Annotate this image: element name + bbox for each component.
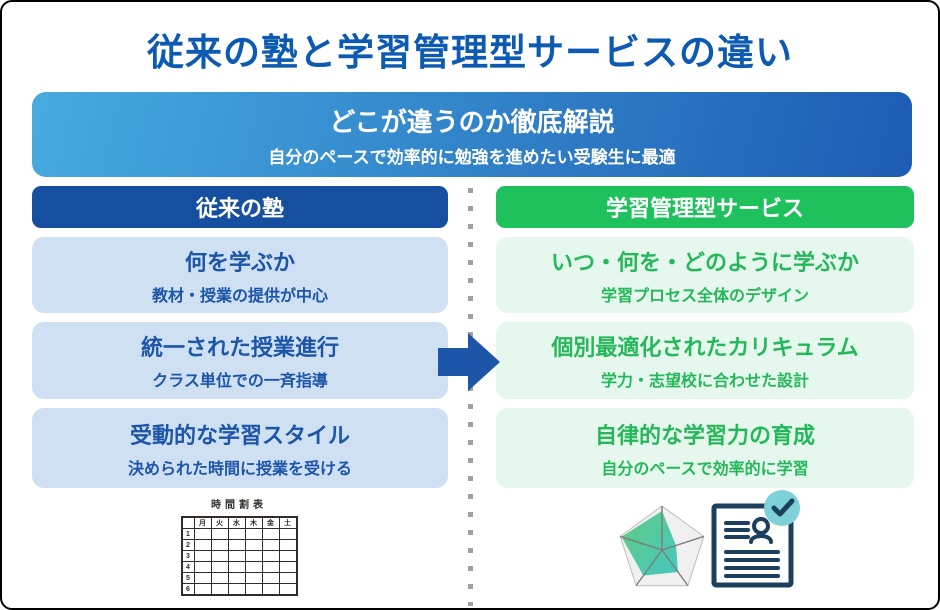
timetable-cell xyxy=(261,583,280,596)
day-header: 木 xyxy=(244,516,263,529)
timetable-row: 1 xyxy=(181,528,297,540)
timetable-cell xyxy=(227,528,246,540)
timetable-cell xyxy=(278,528,297,540)
timetable-corner-cell xyxy=(181,516,195,529)
right-card-1: いつ・何を・どのように学ぶか 学習プロセス全体のデザイン xyxy=(496,237,914,313)
radar-chart-icon xyxy=(619,505,705,587)
timetable-cell xyxy=(261,561,280,573)
timetable-cell xyxy=(244,561,263,573)
check-badge-icon xyxy=(764,490,800,526)
right-arrow-icon xyxy=(438,333,500,391)
timetable-cell xyxy=(261,528,280,540)
timetable-cell xyxy=(278,561,297,573)
period-label: 5 xyxy=(181,572,195,584)
timetable-cell xyxy=(261,550,280,562)
card-title: 何を学ぶか xyxy=(184,249,295,275)
timetable-row: 2 xyxy=(181,539,297,551)
timetable-title: 時間割表 xyxy=(211,500,267,511)
period-label: 3 xyxy=(181,550,195,562)
timetable-cell xyxy=(278,572,297,584)
timetable-cell xyxy=(278,550,297,562)
timetable-cell xyxy=(193,539,212,551)
timetable-cell xyxy=(278,539,297,551)
card-title: 自律的な学習力の育成 xyxy=(594,422,815,448)
timetable-cell xyxy=(193,583,212,596)
card-description: 決められた時間に授業を受ける xyxy=(127,460,352,478)
day-header: 水 xyxy=(227,516,246,529)
dotted-divider xyxy=(468,188,473,606)
timetable-grid: 月 火 水 木 金 土 1 2 3 4 xyxy=(180,516,298,596)
timetable-row: 5 xyxy=(181,572,297,584)
timetable-cell xyxy=(210,539,229,551)
day-header: 月 xyxy=(193,516,212,529)
timetable-cell xyxy=(210,528,229,540)
card-description: クラス単位での一斉指導 xyxy=(152,373,328,390)
period-label: 4 xyxy=(181,561,195,573)
right-card-3: 自律的な学習力の育成 自分のペースで効率的に学習 xyxy=(496,408,914,488)
timetable-cell xyxy=(261,572,280,584)
timetable-cell xyxy=(227,561,246,573)
timetable-row: 4 xyxy=(181,561,297,573)
timetable-cell xyxy=(244,539,263,551)
day-header: 金 xyxy=(261,516,280,529)
checked-document-icon xyxy=(711,490,800,588)
period-label: 6 xyxy=(181,583,195,596)
timetable-row: 3 xyxy=(181,550,297,562)
timetable-cell xyxy=(244,572,263,584)
timetable-illustration: 時間割表 月 火 水 木 金 土 1 2 3 xyxy=(178,496,300,596)
card-title: いつ・何を・どのように学ぶか xyxy=(550,249,859,275)
banner-subheading: 自分のペースで効率的に勉強を進めたい受験生に最適 xyxy=(268,147,676,167)
card-title: 個別最適化されたカリキュラム xyxy=(551,335,859,360)
intro-banner: どこが違うのか徹底解説 自分のペースで効率的に勉強を進めたい受験生に最適 xyxy=(32,92,912,177)
timetable-cell xyxy=(227,539,246,551)
left-card-1: 何を学ぶか 教材・授業の提供が中心 xyxy=(32,237,448,313)
timetable-cell xyxy=(210,572,229,584)
card-description: 自分のペースで効率的に学習 xyxy=(601,460,809,478)
right-column-header: 学習管理型サービス xyxy=(496,186,914,228)
timetable-cell xyxy=(227,572,246,584)
timetable-cell xyxy=(193,572,212,584)
timetable-cell xyxy=(227,583,246,596)
left-column-header: 従来の塾 xyxy=(32,186,448,228)
timetable-header-row: 月 火 水 木 金 土 xyxy=(181,516,297,529)
timetable-cell xyxy=(244,550,263,562)
card-description: 教材・授業の提供が中心 xyxy=(151,287,328,305)
timetable-row: 6 xyxy=(181,583,297,596)
timetable-cell xyxy=(210,550,229,562)
left-card-2: 統一された授業進行 クラス単位での一斉指導 xyxy=(32,322,448,399)
period-label: 2 xyxy=(181,539,195,551)
right-card-2: 個別最適化されたカリキュラム 学力・志望校に合わせた設計 xyxy=(496,322,914,399)
timetable-cell xyxy=(278,583,297,596)
banner-heading: どこが違うのか徹底解説 xyxy=(329,106,615,137)
timetable-cell xyxy=(261,539,280,551)
timetable-cell xyxy=(193,550,212,562)
card-description: 学力・志望校に合わせた設計 xyxy=(600,373,809,390)
page-title: 従来の塾と学習管理型サービスの違い xyxy=(147,32,793,73)
timetable-cell xyxy=(244,528,263,540)
card-title: 統一された授業進行 xyxy=(140,335,339,360)
timetable-cell xyxy=(227,550,246,562)
card-title: 受動的な学習スタイル xyxy=(129,422,350,448)
left-card-3: 受動的な学習スタイル 決められた時間に授業を受ける xyxy=(32,408,448,488)
card-description: 学習プロセス全体のデザイン xyxy=(600,287,809,305)
timetable-cell xyxy=(244,583,263,596)
timetable-cell xyxy=(193,561,212,573)
day-header: 火 xyxy=(210,516,229,529)
timetable-cell xyxy=(193,528,212,540)
day-header: 土 xyxy=(278,516,297,529)
timetable-cell xyxy=(210,583,229,596)
timetable-cell xyxy=(210,561,229,573)
period-label: 1 xyxy=(181,528,195,540)
